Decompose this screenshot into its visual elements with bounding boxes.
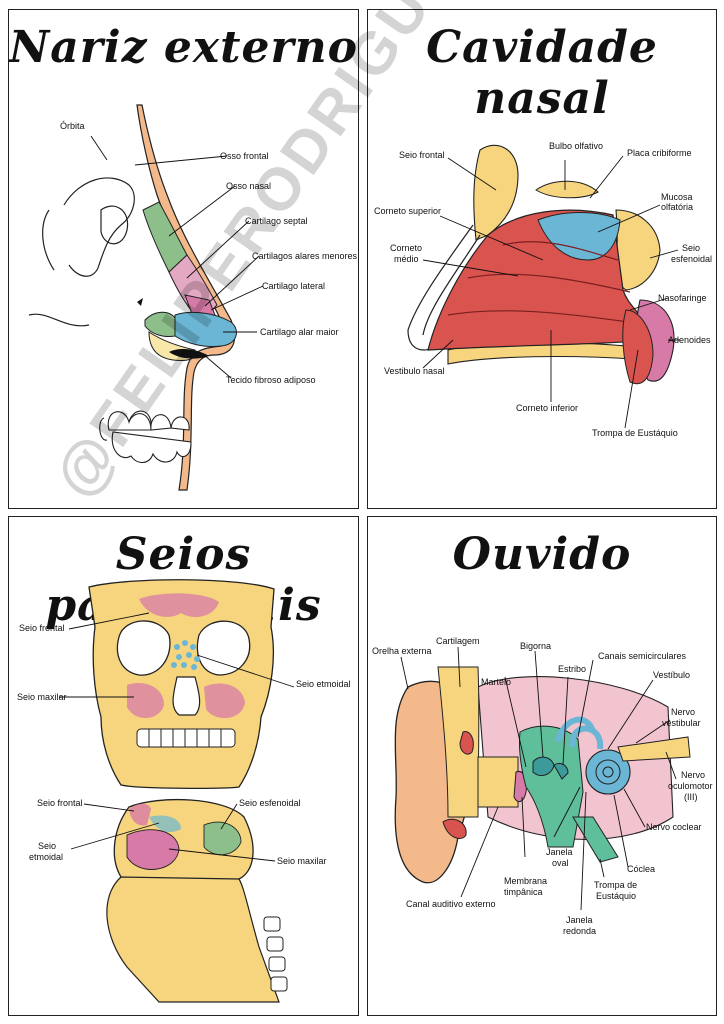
nose-illustration: [28, 104, 264, 491]
label-seio-frontal-2: Seio frontal: [37, 798, 83, 808]
label-orelha-externa: Orelha externa: [372, 646, 432, 656]
ear-illustration: [394, 646, 691, 911]
label-coclea: Cóclea: [627, 864, 656, 874]
label-corneto-superior: Corneto superior: [374, 206, 442, 216]
label-membrana-timpanica-1: Membrana: [504, 876, 548, 886]
label-bulbo-olfativo: Bulbo olfativo: [549, 141, 604, 151]
sinuses-illustration: [59, 579, 295, 1003]
label-trompa-eustaquio-1: Trompa de: [594, 880, 638, 890]
label-bigorna: Bigorna: [520, 641, 552, 651]
label-estribo: Estribo: [558, 664, 587, 674]
label-nervo-vestibular-1: Nervo: [671, 707, 696, 717]
label-vestibulo-nasal: Vestibulo nasal: [384, 366, 445, 376]
label-seio-esfenoidal-2: esfenoidal: [671, 254, 713, 264]
label-seio-maxilar-2: Seio maxilar: [277, 856, 327, 866]
nasal-cavity-illustration: [407, 144, 680, 429]
label-nervo-oculomotor-2: oculomotor: [668, 781, 713, 791]
label-tecido-fibroso: Tecido fibroso adiposo: [226, 375, 316, 385]
label-seio-etmoidal-2b: etmoidal: [29, 852, 64, 862]
label-nervo-vestibular-2: vestibular: [662, 718, 701, 728]
label-trompa-eustaquio: Trompa de Eustáquio: [592, 428, 678, 438]
label-seio-frontal: Seio frontal: [19, 623, 65, 633]
label-janela-redonda-1: Janela: [566, 915, 593, 925]
label-vestibulo: Vestíbulo: [653, 670, 691, 680]
label-osso-nasal: Osso nasal: [226, 181, 272, 191]
label-seio-esfenoidal: Seio esfenoidal: [239, 798, 301, 808]
label-nervo-oculomotor-1: Nervo: [681, 770, 706, 780]
label-mucosa-1: Mucosa: [661, 192, 693, 202]
panel-seios-paranasais: Seios paranasais: [8, 516, 359, 1016]
label-martelo: Martelo: [481, 677, 512, 687]
panel-title: Nariz externo: [9, 22, 358, 73]
label-cartilago-alar-maior: Cartilago alar maior: [260, 327, 339, 337]
label-adenoides: Adenoides: [668, 335, 711, 345]
label-seio-maxilar: Seio maxilar: [17, 692, 67, 702]
label-corneto-medio-1: Corneto: [390, 243, 423, 253]
label-seio-esfenoidal-1: Seio: [682, 243, 701, 253]
label-janela-oval-2: oval: [552, 858, 569, 868]
label-mucosa-2: olfatória: [661, 202, 694, 212]
label-janela-oval-1: Janela: [546, 847, 573, 857]
label-placa-cribiforme: Placa cribiforme: [627, 148, 692, 158]
label-nervo-oculomotor-3: (III): [684, 792, 698, 802]
label-corneto-medio-2: médio: [394, 254, 419, 264]
label-seio-etmoidal: Seio etmoidal: [296, 679, 351, 689]
label-trompa-eustaquio-2: Eustáquio: [596, 891, 637, 901]
panel-nariz-externo: Nariz externo: [8, 9, 359, 509]
label-osso-frontal: Osso frontal: [220, 151, 269, 161]
label-seio-etmoidal-2a: Seio: [38, 841, 57, 851]
label-cartilagem: Cartilagem: [436, 636, 480, 646]
label-canais-semicirculares: Canais semicirculares: [598, 651, 687, 661]
label-seio-frontal: Seio frontal: [399, 150, 445, 160]
label-corneto-inferior: Corneto inferior: [516, 403, 579, 413]
label-cartilago-lateral: Cartilago lateral: [262, 281, 326, 291]
label-cartilago-septal: Cartilago septal: [245, 216, 308, 226]
label-janela-redonda-2: redonda: [563, 926, 597, 936]
panel-ouvido: Ouvido: [367, 516, 717, 1016]
panel-cavidade-nasal: Cavidade nasal Seio frontal: [367, 9, 717, 509]
label-canal-auditivo: Canal auditivo externo: [406, 899, 496, 909]
panel-title: Ouvido: [452, 529, 632, 580]
label-cartilagos-alares-menores: Cartilagos alares menores: [252, 251, 358, 261]
label-nasofaringe: Nasofaringe: [658, 293, 707, 303]
panel-title: Cavidade nasal: [426, 22, 658, 124]
label-nervo-coclear: Nervo coclear: [646, 822, 702, 832]
label-orbita: Órbita: [60, 121, 85, 131]
label-membrana-timpanica-2: timpânica: [504, 887, 543, 897]
